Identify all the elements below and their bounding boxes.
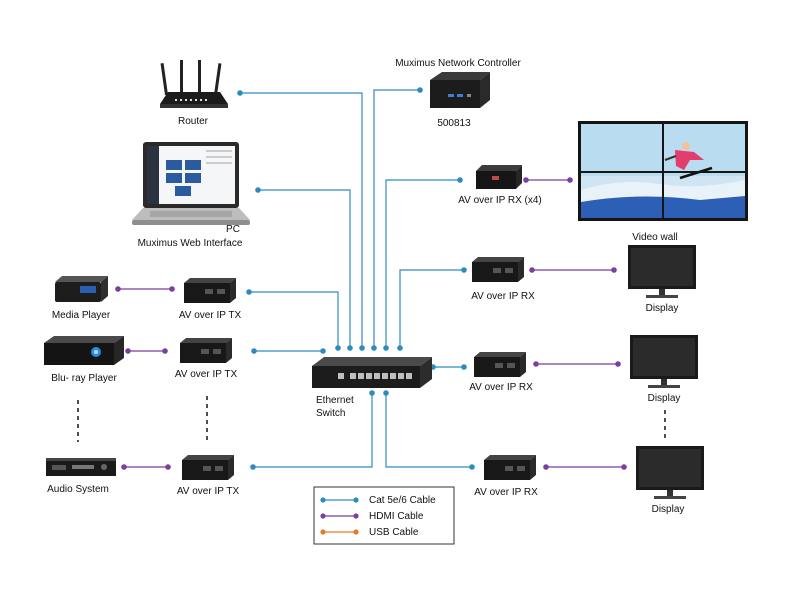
display-icon-1 — [628, 245, 696, 298]
controller-title: Muximus Network Controller — [395, 58, 521, 69]
av-tx-unit-icon-2 — [180, 338, 232, 363]
tx-2-label: AV over IP TX — [175, 369, 238, 380]
display-3-label: Display — [652, 504, 685, 515]
media-player-label: Media Player — [52, 310, 111, 321]
hdmi-cable-endpoints — [115, 177, 627, 470]
cat-cable-endpoints — [237, 87, 475, 470]
legend-item-usb: USB Cable — [320, 527, 419, 538]
display-2-label: Display — [648, 393, 681, 404]
router-label: Router — [178, 116, 209, 127]
legend-item-hdmi: HDMI Cable — [320, 511, 424, 522]
cable-legend: Cat 5e/6 Cable HDMI Cable USB Cable — [313, 486, 455, 545]
laptop-icon — [132, 142, 250, 225]
tx-1-label: AV over IP TX — [179, 310, 242, 321]
av-rx-unit-icon-2 — [474, 352, 526, 377]
video-wall-label: Video wall — [632, 232, 677, 243]
av-rx-x4-unit-icon — [476, 165, 522, 189]
display-icon-2 — [630, 335, 698, 388]
pc-label: PC — [226, 224, 240, 235]
bluray-label: Blu- ray Player — [51, 373, 117, 384]
legend-label-cat: Cat 5e/6 Cable — [369, 495, 436, 506]
legend-label-usb: USB Cable — [369, 527, 419, 538]
audio-system-label: Audio System — [47, 484, 109, 495]
network-controller-icon — [430, 72, 490, 108]
av-rx-unit-icon-3 — [484, 455, 536, 480]
controller-model: 500813 — [437, 118, 471, 129]
switch-label-line2: Switch — [316, 408, 345, 419]
video-wall-icon — [578, 121, 748, 221]
rx-3-label: AV over IP RX — [474, 487, 538, 498]
cat-cables — [240, 89, 472, 468]
audio-system-icon — [46, 458, 116, 476]
bluray-player-icon — [44, 336, 124, 365]
ethernet-switch-icon — [312, 357, 432, 388]
switch-label-line1: Ethernet — [316, 395, 354, 406]
av-rx-unit-icon-1 — [472, 257, 524, 282]
display-1-label: Display — [646, 303, 679, 314]
rx-1-label: AV over IP RX — [471, 291, 535, 302]
legend-item-cat: Cat 5e/6 Cable — [320, 495, 436, 506]
rx-x4-label: AV over IP RX (x4) — [458, 195, 542, 206]
web-interface-label: Muximus Web Interface — [138, 238, 243, 249]
av-tx-unit-icon-1 — [184, 278, 236, 303]
legend-label-hdmi: HDMI Cable — [369, 511, 424, 522]
av-tx-unit-icon-3 — [182, 455, 234, 480]
display-icon-3 — [636, 446, 704, 499]
rx-2-label: AV over IP RX — [469, 382, 533, 393]
router-icon — [160, 60, 228, 108]
media-player-icon — [55, 276, 108, 302]
hdmi-cables — [118, 179, 624, 468]
tx-3-label: AV over IP TX — [177, 486, 240, 497]
